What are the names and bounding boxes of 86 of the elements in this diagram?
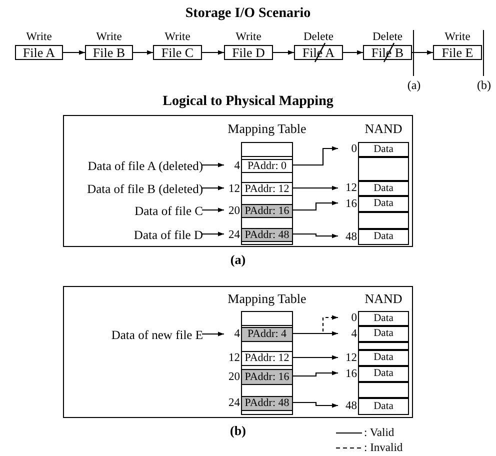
column-heading: NAND: [364, 291, 404, 306]
address-number: 0: [350, 311, 358, 326]
arrow: [292, 186, 338, 190]
file-box: File D: [224, 45, 273, 60]
operation-label: Write: [25, 31, 53, 43]
arrow: [292, 200, 338, 211]
arrow: [273, 50, 294, 55]
arrow: [343, 50, 363, 55]
address-number: 12: [228, 182, 241, 196]
arrow: [202, 162, 224, 168]
operation-label: Write: [95, 31, 123, 43]
file-box: File E: [433, 45, 482, 60]
operation-label: Delete: [371, 31, 404, 43]
data-page: Data: [358, 326, 409, 342]
address-number: 20: [228, 370, 241, 385]
column-heading: NAND: [364, 121, 404, 136]
arrow: [202, 332, 224, 336]
data-page: Data: [358, 311, 409, 326]
data-page: Data: [358, 196, 409, 212]
address-number: 12: [344, 181, 358, 196]
table-entry: PAddr: 12: [241, 351, 293, 366]
arrow: [412, 50, 433, 55]
arrow: [63, 50, 85, 55]
address-number: 24: [228, 396, 241, 411]
empty-row: [358, 382, 409, 398]
arrow: [292, 331, 338, 336]
row-label: Data of file C: [67, 203, 203, 219]
file-box: File A: [15, 45, 63, 60]
operation-label: Write: [234, 31, 262, 43]
table-entry: PAddr: 48: [241, 396, 293, 411]
table-entry: PAddr: 4: [241, 327, 293, 342]
row-label: Data of file A (deleted): [67, 158, 203, 174]
address-number: 12: [344, 351, 358, 366]
marker-label: (a): [406, 78, 422, 93]
address-number: 4: [350, 327, 358, 342]
table-entry: PAddr: 48: [241, 228, 293, 242]
section-heading: Logical to Physical Mapping: [162, 94, 334, 110]
address-number: 16: [344, 367, 358, 382]
empty-row: [358, 342, 409, 350]
address-number: 0: [350, 142, 358, 157]
empty-row: [358, 157, 409, 181]
arrow: [202, 50, 224, 55]
file-box: File C: [153, 45, 202, 60]
legend-label: : Invalid: [364, 441, 403, 455]
operation-label: Write: [444, 31, 472, 43]
arrow: [292, 233, 338, 238]
column-heading: Mapping Table: [226, 121, 308, 136]
empty-row: [358, 212, 409, 229]
operation-label: Delete: [302, 31, 334, 43]
arrow: [133, 50, 153, 55]
data-page: Data: [358, 366, 409, 382]
table-entry: PAddr: 0: [241, 159, 293, 173]
legend-label: : Valid: [364, 426, 394, 440]
arrow: [292, 355, 338, 360]
address-number: 4: [233, 327, 241, 342]
panel-frame: [63, 115, 413, 247]
diagram-title: Storage I/O Scenario: [184, 6, 312, 22]
panel-frame: [63, 286, 413, 418]
address-number: 16: [344, 197, 358, 212]
table-entry: PAddr: 16: [241, 204, 293, 218]
marker-label: (b): [476, 78, 492, 93]
arrow: [202, 208, 224, 212]
panel-caption: (a): [229, 252, 247, 268]
table-entry: PAddr: 12: [241, 182, 293, 196]
arrow: [292, 402, 338, 408]
data-page: Data: [358, 350, 409, 366]
row-label: Data of file B (deleted): [67, 181, 203, 197]
arrow: [292, 370, 338, 377]
address-number: 24: [228, 228, 241, 242]
address-number: 4: [233, 159, 241, 173]
panel-caption: (b): [229, 423, 247, 439]
operation-label: Write: [164, 31, 192, 43]
arrow: [202, 232, 224, 236]
file-box: File B: [85, 45, 133, 60]
data-page: Data: [358, 142, 409, 157]
address-number: 20: [228, 204, 241, 218]
data-page: Data: [358, 181, 409, 196]
address-number: 48: [344, 230, 358, 245]
column-heading: Mapping Table: [226, 291, 308, 306]
address-number: 12: [228, 351, 241, 366]
arrow: [292, 146, 338, 166]
row-label: Data of file D: [67, 227, 203, 243]
row-label: Data of new file E: [67, 327, 203, 343]
table-entry: PAddr: 16: [241, 369, 293, 385]
arrow: [202, 186, 224, 190]
address-number: 48: [344, 399, 358, 414]
